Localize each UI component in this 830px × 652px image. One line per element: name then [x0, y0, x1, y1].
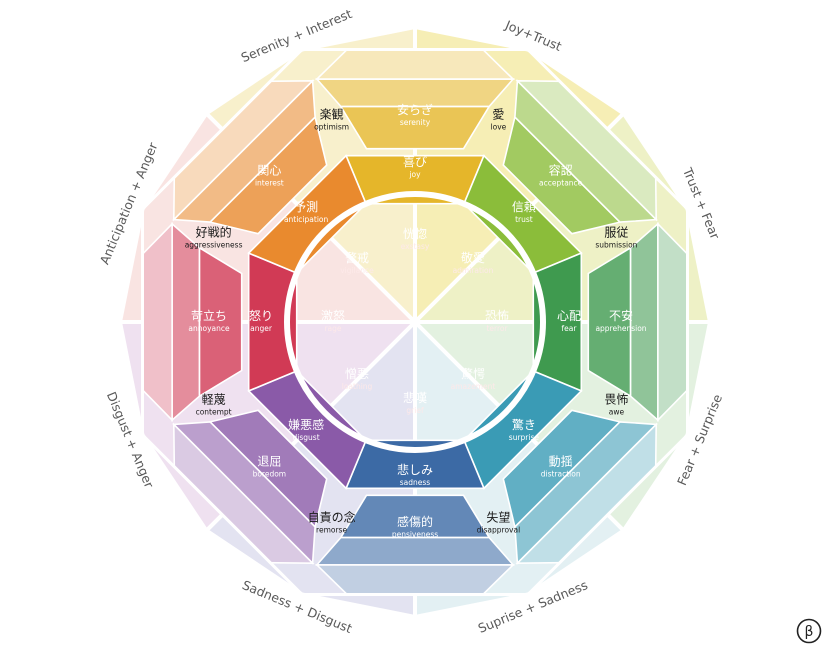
- label-surprise-mid-jp: 驚き: [512, 417, 536, 432]
- petal-sadness: [314, 439, 516, 595]
- petal-band-joy-3: [314, 49, 516, 80]
- label-anger-outer-jp: 苛立ち: [191, 308, 227, 323]
- label-surprise-mid-en: surprise: [509, 433, 540, 442]
- label-fear-mid-jp: 心配: [557, 309, 581, 323]
- dyad-label-aggressiveness-jp: 好戦的: [196, 225, 232, 240]
- label-anger-outer-en: annoyance: [188, 324, 230, 333]
- label-trust-inner-jp: 敬愛: [461, 251, 485, 265]
- dyad-label-submission-en: submission: [595, 241, 637, 250]
- petal-band-sadness-2: [315, 536, 515, 566]
- label-sadness-mid-jp: 悲しみ: [397, 462, 433, 477]
- label-fear-outer-en: apprehension: [595, 324, 646, 333]
- label-surprise-outer-en: distraction: [541, 470, 581, 479]
- label-disgust-inner-jp: 憎悪: [345, 366, 369, 381]
- brand-logo-icon: β: [796, 618, 822, 644]
- label-trust-outer-jp: 容認: [549, 162, 573, 177]
- label-trust-mid-jp: 信頼: [512, 200, 536, 214]
- dyad-label-submission-jp: 服従: [604, 226, 628, 240]
- petal-band-sadness-3: [314, 564, 516, 595]
- label-trust-outer-en: acceptance: [539, 178, 583, 187]
- label-disgust-inner-en: loathing: [342, 382, 373, 391]
- dyad-label-awe-en: awe: [609, 407, 625, 416]
- label-anticipation-outer-en: interest: [255, 178, 284, 187]
- label-joy-inner-en: exstasy: [401, 242, 430, 251]
- dyad-label-disapproval-jp: 失望: [486, 509, 510, 524]
- label-sadness-mid-en: sadness: [400, 478, 431, 487]
- petal-band-fear-2: [629, 222, 659, 422]
- dyad-label-aggressiveness-en: aggressiveness: [185, 241, 243, 250]
- label-joy-outer-en: serenity: [400, 118, 431, 127]
- label-disgust-outer-en: boredom: [253, 470, 287, 479]
- label-anticipation-mid-en: anticipation: [284, 215, 329, 224]
- dyad-label-optimism-en: optimism: [314, 123, 349, 132]
- dyad-label-contempt-en: contempt: [196, 407, 232, 416]
- dyad-label-remorse-jp: 自責の念: [308, 509, 356, 524]
- outer-octagon: [141, 48, 689, 596]
- label-anticipation-inner-jp: 警戒: [345, 250, 369, 265]
- label-disgust-outer-jp: 退屈: [257, 455, 281, 469]
- label-fear-mid-en: fear: [562, 324, 578, 333]
- dyad-label-remorse-en: remorse: [316, 525, 347, 534]
- label-sadness-outer-en: pensiveness: [392, 530, 438, 539]
- label-joy-mid-jp: 喜び: [403, 155, 427, 169]
- label-fear-inner-en: terror: [486, 324, 508, 333]
- label-joy-inner-jp: 恍惚: [403, 226, 427, 241]
- petal-joy: [314, 49, 516, 205]
- label-sadness-inner-en: grief: [406, 406, 424, 415]
- label-anger-inner-en: rage: [324, 324, 341, 333]
- label-fear-outer-jp: 不安: [609, 308, 633, 323]
- dyad-label-optimism-jp: 楽観: [320, 108, 344, 122]
- label-fear-inner-jp: 恐怖: [485, 308, 509, 323]
- label-joy-outer-jp: 安らぎ: [397, 102, 433, 117]
- label-surprise-outer-jp: 動揺: [549, 455, 573, 469]
- dyad-label-love-jp: 愛: [492, 108, 504, 122]
- label-anger-mid-en: anger: [250, 324, 273, 333]
- dyad-label-contempt-jp: 軽蔑: [202, 392, 226, 406]
- label-anticipation-outer-jp: 関心: [257, 163, 281, 177]
- label-joy-mid-en: joy: [408, 170, 421, 179]
- label-anger-mid-jp: 怒り: [249, 308, 273, 323]
- label-disgust-mid-jp: 嫌悪感: [288, 417, 324, 432]
- dyad-label-love-en: love: [491, 123, 507, 132]
- label-trust-inner-en: admiration: [453, 266, 494, 275]
- label-anticipation-mid-jp: 予測: [294, 200, 318, 214]
- label-trust-mid-en: trust: [515, 215, 533, 224]
- label-surprise-inner-en: amazement: [451, 382, 496, 391]
- label-anger-inner-jp: 激怒: [321, 308, 345, 323]
- label-surprise-inner-jp: 驚愕: [461, 366, 485, 381]
- label-sadness-inner-jp: 悲嘆: [403, 390, 427, 405]
- dyad-label-awe-jp: 畏怖: [604, 391, 628, 406]
- dyad-label-disapproval-en: disapproval: [477, 525, 521, 534]
- label-disgust-mid-en: disgust: [293, 433, 320, 442]
- label-sadness-outer-jp: 感傷的: [397, 514, 433, 529]
- label-anticipation-inner-en: vigilance: [340, 266, 374, 275]
- petal-surprise: [463, 370, 659, 566]
- petal-anger: [142, 221, 298, 423]
- petal-band-anticipation-0: [247, 154, 367, 274]
- hub-ring: [284, 191, 546, 453]
- logo-glyph: β: [805, 624, 814, 640]
- petal-band-anger-3: [142, 221, 173, 423]
- petal-band-fear-3: [657, 221, 688, 423]
